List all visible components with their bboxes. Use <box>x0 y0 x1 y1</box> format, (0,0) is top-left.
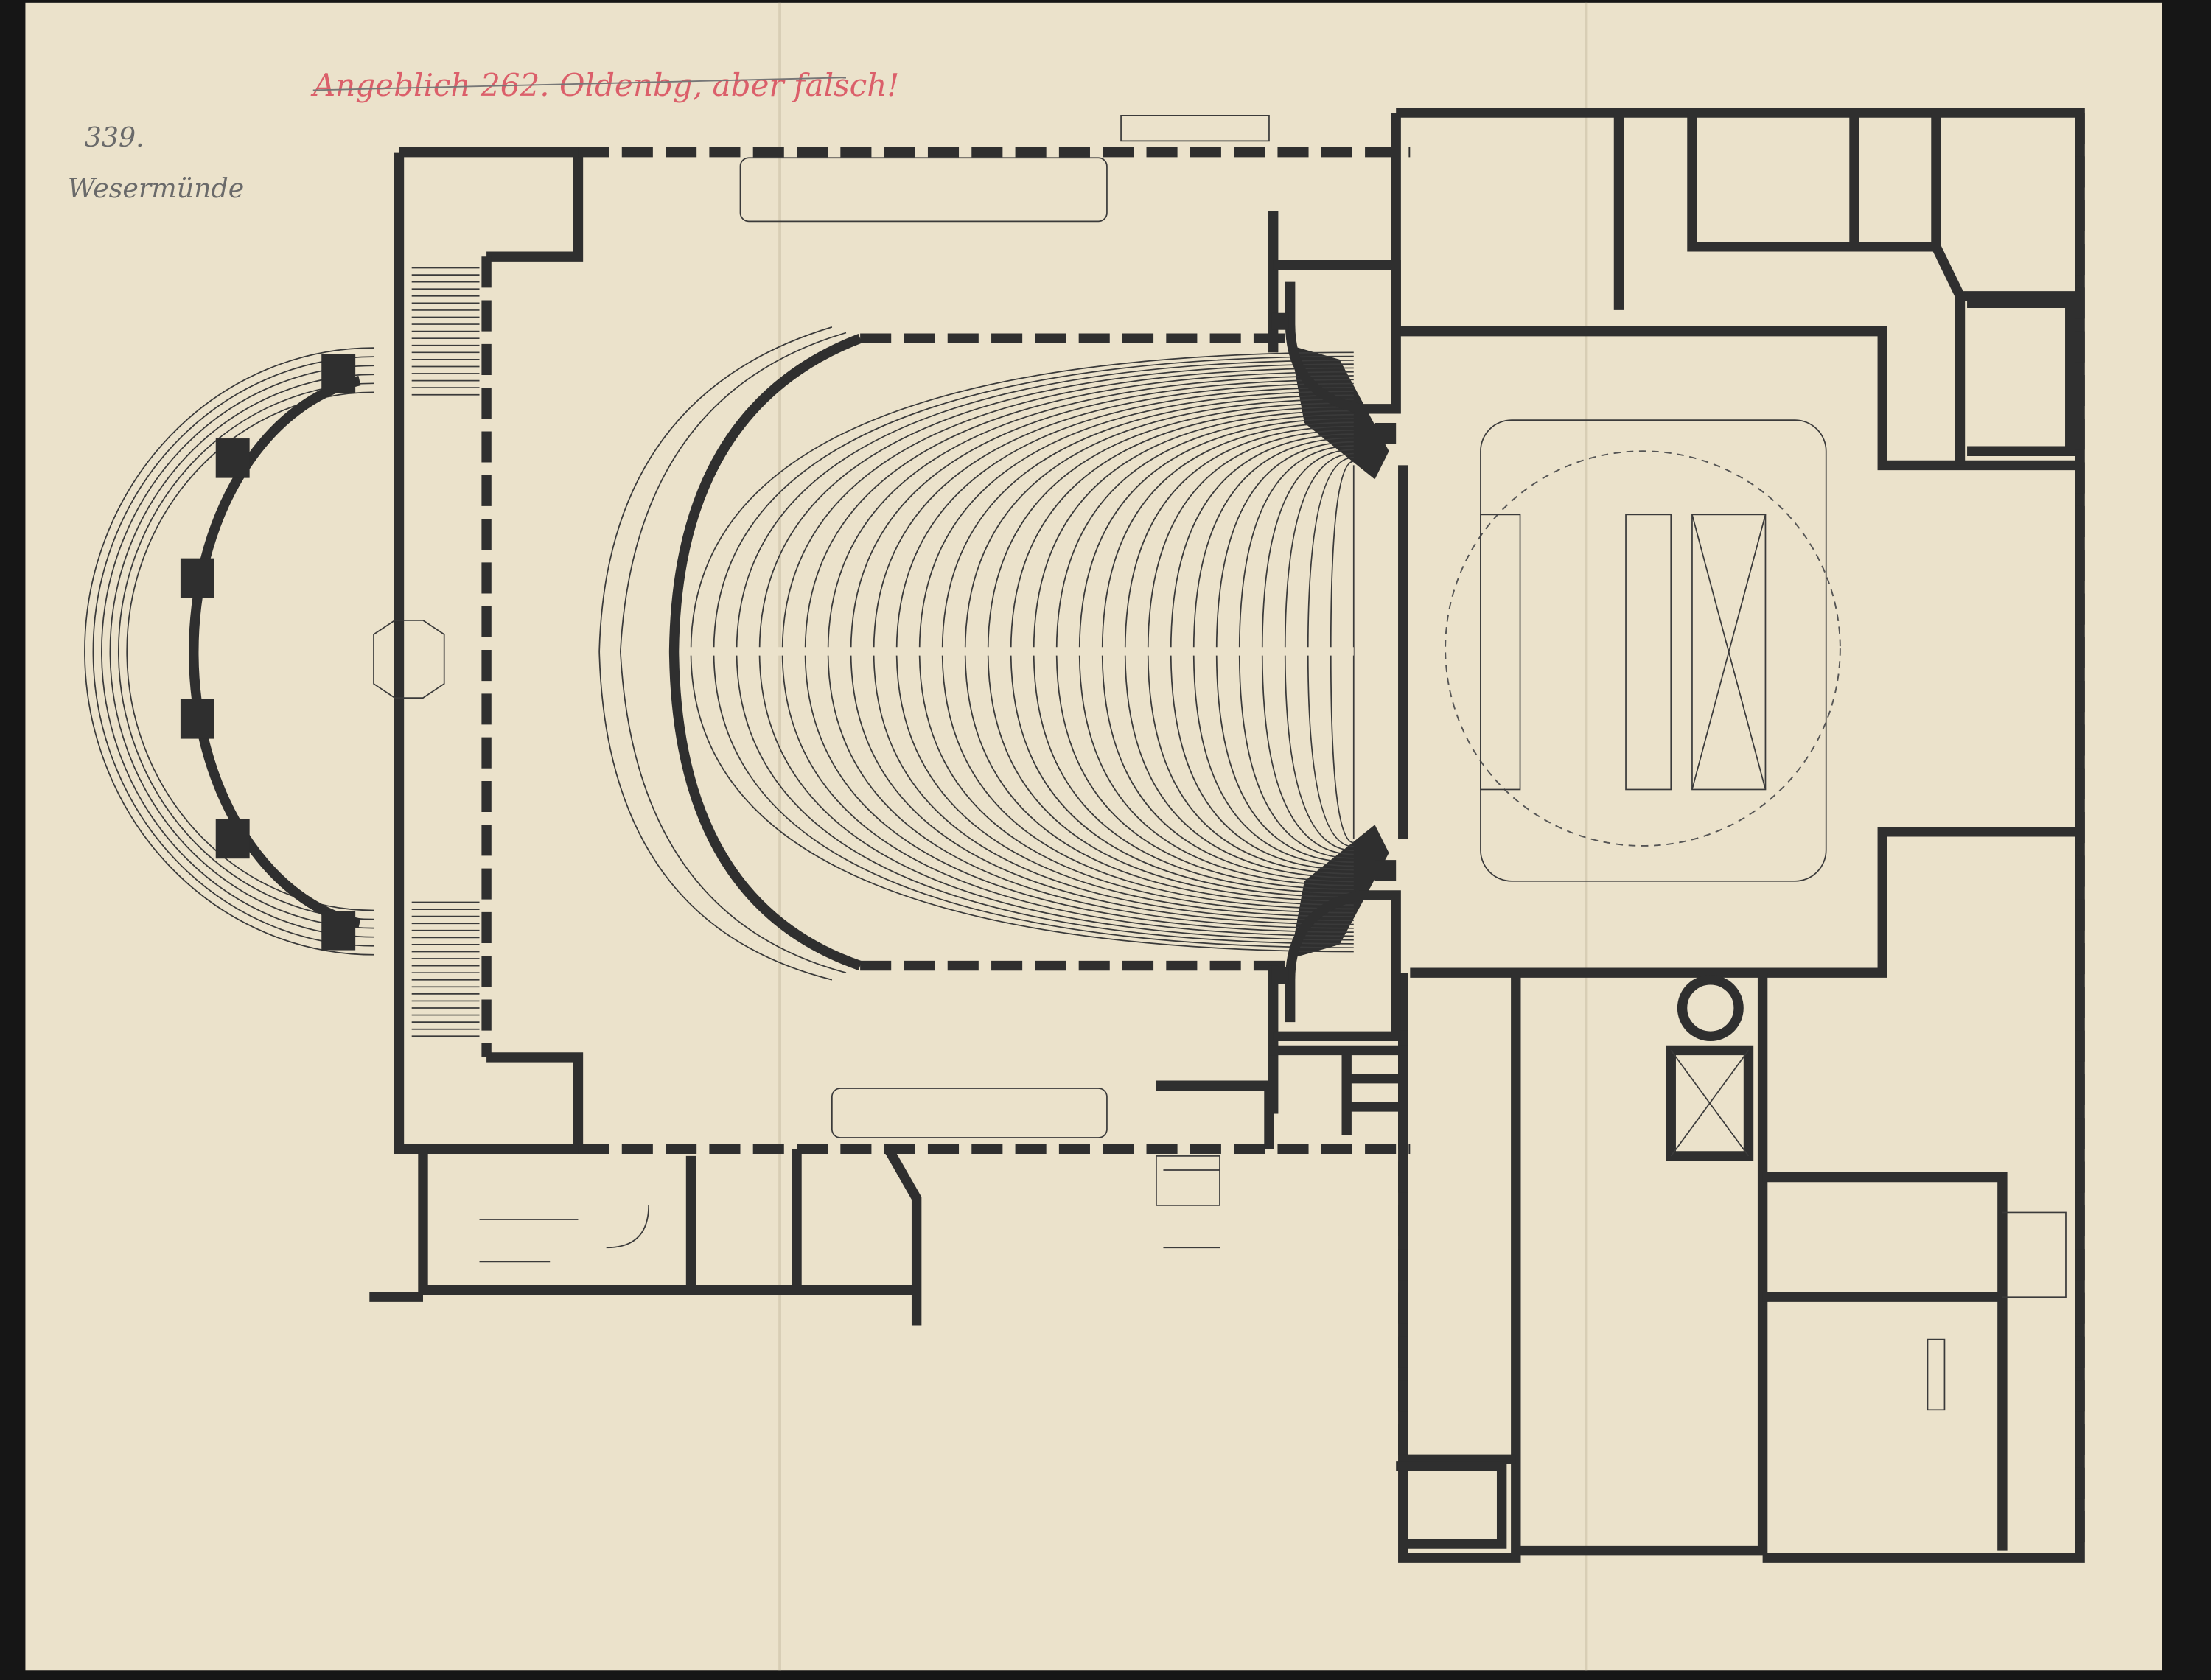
bottom-annex <box>369 1045 1408 1326</box>
place-name: Wesermünde <box>68 172 244 204</box>
pier <box>321 910 356 951</box>
lower-right-wing <box>1398 973 2067 1563</box>
pier <box>215 819 250 859</box>
terrace-step <box>126 391 374 911</box>
auditorium-block <box>578 147 1411 1155</box>
pier <box>180 699 214 739</box>
entrance-rotunda <box>84 347 374 956</box>
terrace-step <box>92 356 374 947</box>
red-pencil-note: Angeblich 262. Oldenbg, aber falsch! <box>310 67 900 103</box>
pier <box>180 558 214 598</box>
terrace-step <box>109 374 374 929</box>
catalog-number: 339. <box>85 122 144 153</box>
paper <box>25 2 2162 1671</box>
auditorium-seating <box>683 351 1355 953</box>
terrace-step <box>100 365 374 938</box>
stage <box>1391 108 2085 1563</box>
pier <box>321 354 356 393</box>
terrace-step <box>117 382 374 920</box>
strike-through-line <box>312 77 847 91</box>
rotunda-wall <box>189 376 361 928</box>
terrace-step <box>84 347 374 956</box>
stair-towers <box>1120 115 2075 1549</box>
pier <box>215 438 250 478</box>
